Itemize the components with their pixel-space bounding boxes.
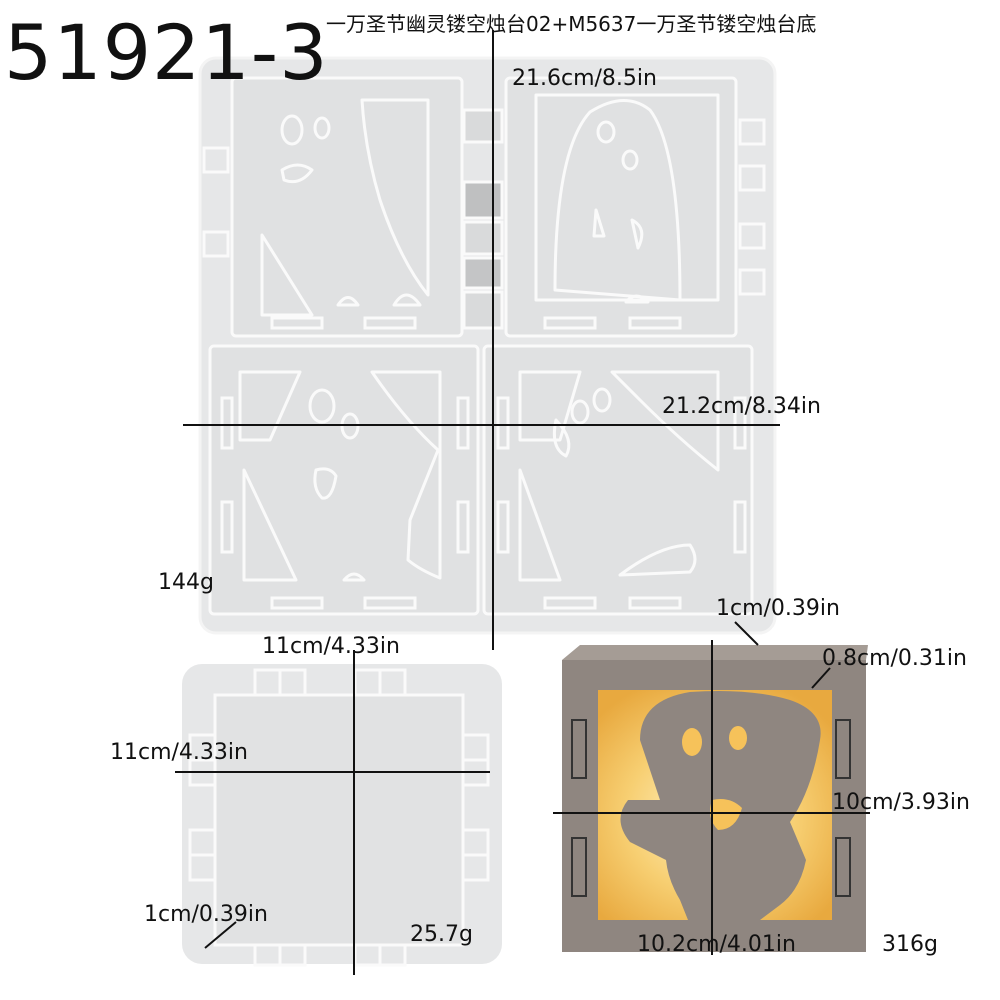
holder-width-label: 10.2cm/4.01in [637,932,796,957]
holder-height-label: 10cm/3.93in [832,790,970,815]
holder-weight-label: 316g [882,932,938,957]
main-mold-rim-label: 1cm/0.39in [716,596,840,621]
ghost-outlines [238,93,720,582]
measurement-lines [175,30,870,975]
holder-frame [562,660,866,952]
product-title: 一万圣节幽灵镂空烛台02+M5637一万圣节镂空烛台底 [326,12,817,36]
holder-side-slot-right-top [835,719,851,779]
main-mold-weight-label: 144g [158,570,214,595]
holder-top-edge [562,645,868,660]
mold-cell-bottom-right [482,344,754,616]
ghost-eye-left [682,728,702,756]
product-code: 51921-3 [4,8,329,97]
base-mold-width-label: 11cm/4.33in [262,634,400,659]
base-mold [182,664,502,967]
main-mold [198,56,777,635]
mold-cell-top-right [504,76,738,338]
mold-side-tabs [202,118,766,610]
base-mold-rim-label: 1cm/0.39in [144,902,268,927]
mold-cell-bottom-left [208,344,480,616]
holder-side-slot-left-bottom [571,837,587,897]
holder-side-slot-right-bottom [835,837,851,897]
base-mold-height-label: 11cm/4.33in [110,740,248,765]
holder-side-slot-left-top [571,719,587,779]
mold-center-grid [462,108,504,330]
ghost-eye-right [729,726,747,750]
base-mold-weight-label: 25.7g [410,922,473,947]
main-mold-height-label: 21.2cm/8.34in [662,394,821,419]
candle-holder [562,645,868,952]
ghost-mouth [710,799,742,830]
holder-thickness-label: 0.8cm/0.31in [822,646,967,671]
main-mold-width-label: 21.6cm/8.5in [512,66,657,91]
base-mold-cavity [213,693,465,947]
